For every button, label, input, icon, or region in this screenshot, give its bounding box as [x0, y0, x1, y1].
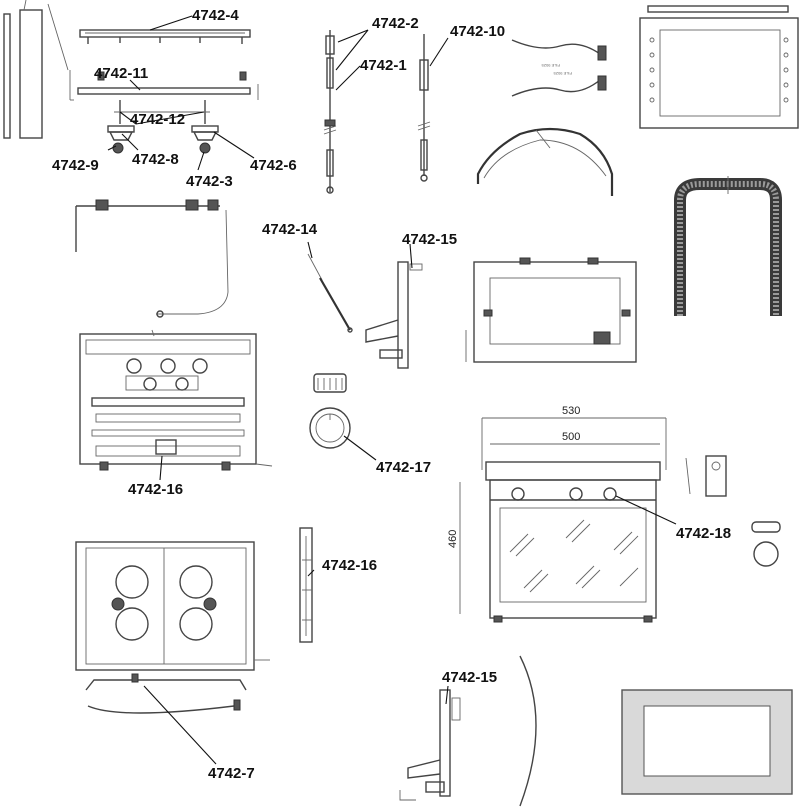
dim-width-inner: 500: [562, 431, 580, 443]
svg-text:FILE 9025: FILE 9025: [541, 63, 560, 68]
label-4742-17: 4742-17: [376, 459, 431, 476]
label-4742-11: 4742-11: [94, 65, 148, 82]
oven-front-section: [79, 329, 273, 471]
label-4742-3: 4742-3: [186, 173, 233, 190]
hob-top-view: [75, 541, 270, 714]
label-4742-15-lower: 4742-15: [442, 669, 497, 686]
spit-bracket: [75, 199, 229, 318]
label-4742-18: 4742-18: [676, 525, 731, 542]
door-clip: [685, 455, 727, 497]
label-4742-2: 4742-2: [372, 15, 419, 32]
mesh-frame: [621, 689, 793, 795]
control-knob: [751, 521, 781, 567]
door-panel-top-right: [639, 5, 799, 129]
label-4742-10: 4742-10: [450, 23, 505, 40]
grate-arch: [476, 127, 614, 196]
oven-door-middle: [465, 257, 637, 363]
probe-4742-10: [417, 34, 431, 182]
curved-trim: [519, 655, 537, 807]
side-trim-strip: [3, 0, 69, 139]
burner-rail-4742-11: [69, 70, 259, 101]
temperature-knob: [309, 373, 351, 449]
label-4742-16-lower: 4742-16: [322, 557, 377, 574]
door-hinge-lower: [399, 689, 461, 801]
label-4742-4: 4742-4: [192, 7, 239, 24]
u-gasket: [674, 176, 782, 316]
cooker-front-elevation: 530 500 460: [447, 405, 667, 623]
label-4742-15-upper: 4742-15: [402, 231, 457, 248]
label-4742-12: 4742-12: [130, 111, 185, 128]
gas-rail-vertical: [299, 527, 313, 643]
label-4742-14: 4742-14: [262, 221, 318, 238]
label-4742-1: 4742-1: [360, 57, 407, 74]
oven-spring: [307, 253, 353, 333]
door-hinge-upper: [365, 261, 423, 369]
svg-text:FILE 9025: FILE 9025: [553, 71, 572, 76]
label-4742-16-upper: 4742-16: [128, 481, 183, 498]
label-4742-7: 4742-7: [208, 765, 255, 782]
label-4742-6: 4742-6: [250, 157, 297, 174]
burner-cap-left: [107, 125, 135, 154]
dim-width-outer: 530: [562, 405, 580, 417]
label-4742-9: 4742-9: [52, 157, 99, 174]
igniter-leads: FILE 9025 FILE 9025: [511, 39, 607, 97]
label-4742-8: 4742-8: [132, 151, 179, 168]
dim-height: 460: [447, 530, 459, 548]
leader-lines: [107, 15, 677, 765]
burner-cap-right: [191, 125, 219, 154]
thermocouple-assembly: [323, 30, 337, 194]
top-rail-4742-4: [79, 29, 251, 44]
